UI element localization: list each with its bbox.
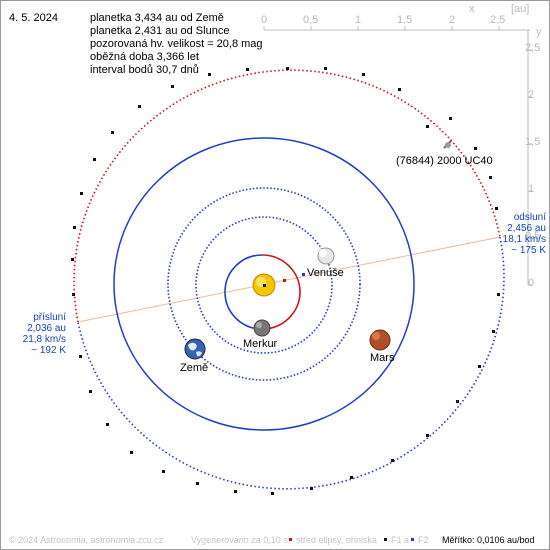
earth-icon <box>184 338 206 360</box>
info-interval: interval bodů 30,7 dnů <box>90 64 199 76</box>
mars-icon <box>369 329 391 351</box>
asteroid-icon <box>443 140 452 149</box>
earth-orbit <box>167 187 361 381</box>
sun-icon <box>252 273 276 297</box>
legend-f2-marker <box>411 538 414 541</box>
info-distance-earth: planetka 3,434 au od Země <box>90 12 224 24</box>
y-tick-0-5: 0,5 <box>525 230 541 242</box>
aphelion-distance: 2,456 au <box>507 223 546 234</box>
asteroid-orbit-lower <box>77 236 505 490</box>
perihelion-title: přísluní <box>33 312 66 323</box>
x-tick-2-5: 2,5 <box>490 14 506 26</box>
info-distance-sun: planetka 2,431 au od Slunce <box>90 25 230 37</box>
aphelion-speed: 18,1 km/s <box>502 234 546 245</box>
footer-legend-f1: F1 a <box>391 535 410 545</box>
mars-orbit-red <box>263 137 415 431</box>
y-tick-1: 1 <box>528 183 535 195</box>
focus-f1-marker <box>283 279 286 282</box>
mercury-orbit-red <box>261 254 301 330</box>
axis-unit: [au] <box>511 3 530 15</box>
aphelion-title: odsluní <box>513 212 546 223</box>
focus-f2-marker <box>302 273 305 276</box>
perihelion-info: přísluní 2,036 au 21,8 km/s ~ 192 K <box>20 312 66 356</box>
y-axis-letter: y <box>536 26 542 38</box>
footer-scale: Měřítko: 0,0106 au/bod <box>442 535 535 545</box>
earth-label: Země <box>180 362 209 374</box>
y-tick-2: 2 <box>528 89 535 101</box>
footer-legend-center: střed elipsy, ohniska <box>296 535 377 545</box>
x-tick-0-5: 0,5 <box>303 14 319 26</box>
mercury-orbit-blue <box>224 254 263 330</box>
mercury-icon <box>253 319 271 337</box>
y-tick-0: 0 <box>528 277 535 289</box>
x-tick-1: 1 <box>355 14 362 26</box>
x-axis <box>263 26 530 31</box>
venus-label: Venuše <box>307 267 344 279</box>
apsides-line <box>77 236 501 323</box>
legend-f1-marker <box>384 538 387 541</box>
footer-legend-f2: F2 <box>418 535 429 545</box>
asteroid-orbit-upper <box>73 69 501 323</box>
legend-center-marker <box>289 538 292 541</box>
date-label: 4. 5. 2024 <box>9 12 58 24</box>
footer-copyright: © 2024 Astronomia, astronomia.zcu.cz <box>9 535 164 545</box>
asteroid-orbit-points <box>71 67 500 495</box>
info-magnitude: pozorovaná hv. velikost = 20,8 mag <box>90 38 263 50</box>
mars-orbit-blue <box>113 137 265 431</box>
venus-icon <box>317 247 335 265</box>
perihelion-speed: 21,8 km/s <box>22 334 66 345</box>
footer-generated: Vygenerováno za 0,10 s <box>191 535 288 545</box>
x-tick-2: 2 <box>449 14 456 26</box>
perihelion-distance: 2,036 au <box>27 323 66 334</box>
x-axis-letter: x <box>469 3 475 15</box>
y-tick-2-5: 2,5 <box>525 42 541 54</box>
mars-label: Mars <box>370 352 395 364</box>
x-tick-1-5: 1,5 <box>397 14 413 26</box>
asteroid-label: (76844) 2000 UC40 <box>396 155 493 167</box>
perihelion-temperature: ~ 192 K <box>31 345 66 356</box>
mercury-label: Merkur <box>243 338 278 350</box>
info-period: oběžná doba 3,366 let <box>90 51 199 63</box>
x-tick-0: 0 <box>261 14 268 26</box>
y-axis <box>527 30 532 286</box>
venus-orbit <box>195 216 333 354</box>
aphelion-temperature: ~ 175 K <box>511 245 546 256</box>
y-tick-1-5: 1,5 <box>525 136 541 148</box>
aphelion-info: odsluní 2,456 au 18,1 km/s ~ 175 K <box>490 212 546 256</box>
